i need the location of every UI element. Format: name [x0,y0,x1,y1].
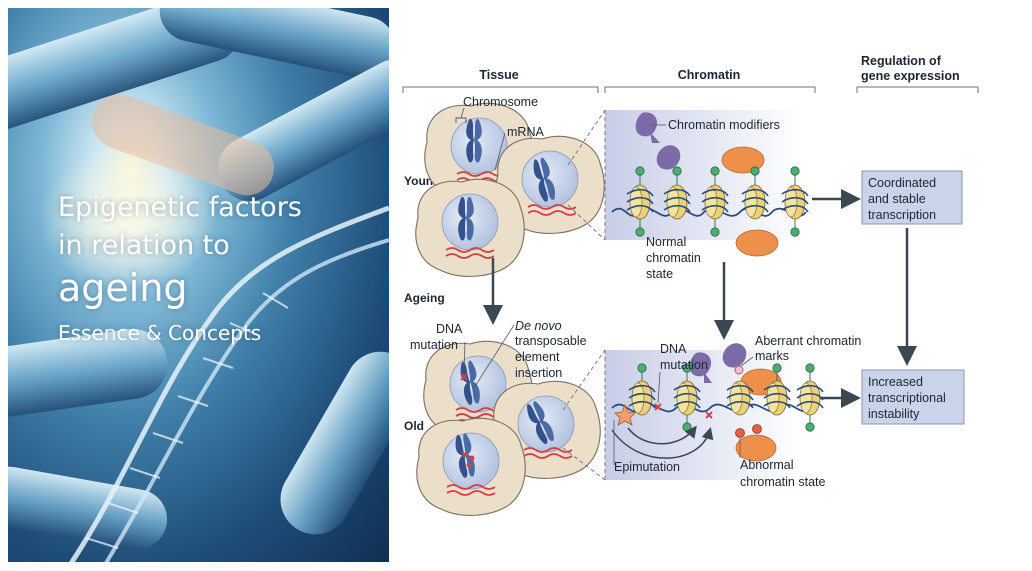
epigenetic-ageing-diagram: Tissue Chromatin Regulation of gene expr… [402,54,979,516]
dna-mutation-marks [654,403,713,419]
dna-strand [104,238,389,562]
outcome-instability-line-2: transcriptional [868,391,946,405]
mutation-marks-cells [460,373,475,468]
header-bracket-chromatin [604,86,816,93]
chromatin-modifier-purple [656,145,681,170]
label-aberrant-line-2: marks [755,349,789,363]
light-glow [38,148,218,288]
label-dna-mutation-chromatin-line-1: DNA [660,342,687,356]
label-normal-line-3: state [646,267,673,281]
abnormal-red-marks [735,424,762,438]
label-dna-mutation-cell-line-2: mutation [410,338,458,352]
label-abnormal-line-2: chromatin state [740,475,826,489]
chromatin-modifier-purple [635,112,660,143]
zoom-line [562,447,606,481]
label-aberrant-line-1: Aberrant chromatin [755,334,861,348]
cover-image-panel: Epigenetic factors in relation to ageing… [8,8,389,562]
zoom-line [567,204,606,241]
outcome-coordinated-line-2: and stable [868,192,926,206]
label-mrna: mRNA [507,125,544,139]
cover-title-line-1: Epigenetic factors [58,192,302,223]
label-normal-line-2: chromatin [646,251,701,265]
label-abnormal-line-1: Abnormal [740,458,794,472]
zoom-line [562,349,606,411]
outcome-box-coordinated [861,170,963,225]
row-label-old: Old [404,419,424,433]
label-insertion: insertion [515,366,562,380]
label-normal-line-1: Normal [646,235,686,249]
bacteria-dna-background [8,8,389,562]
chromatin-modifier-orange [721,146,765,174]
header-bracket-tissue [402,86,599,93]
chromosome-leader [460,107,465,119]
dna-base-pairs [85,292,289,549]
label-dna-mutation-cell-line-1: DNA [436,322,463,336]
cover-title-line-2: in relation to [58,230,230,261]
dna-strand [68,205,389,562]
bacterium-rod [159,8,389,79]
label-epimutation: Epimutation [614,460,680,474]
label-de-novo: De novo [515,319,562,333]
row-label-ageing: Ageing [404,291,445,305]
outcome-coordinated-line-3: transcription [868,208,936,222]
histone-tails-young [639,174,796,229]
young-cell-bottom [415,178,525,277]
outcome-box-instability [861,369,965,425]
bacterium-rod [92,94,274,196]
outcome-instability-line-1: Increased [868,375,923,389]
mrna-leader [494,132,506,171]
header-regulation-line-1: Regulation of [861,54,942,68]
epimutation-star [614,403,636,426]
header-regulation-line-2: gene expression [861,69,960,83]
label-transposable: transposable [515,334,587,348]
aberrant-mark [734,365,744,375]
label-chromatin-modifiers: Chromatin modifiers [668,118,780,132]
header-tissue: Tissue [479,68,518,82]
chromatin-modifier-purple [689,352,712,383]
cover-title-line-3: ageing [58,266,188,310]
epimutation-arrow [627,425,697,445]
label-chromosome: Chromosome [463,95,538,109]
chromatin-modifier-orange [735,434,777,462]
chromatin-modifier-orange [735,229,779,257]
header-chromatin: Chromatin [678,68,741,82]
epimutation-arrow [611,427,714,459]
cover-subtitle: Essence & Concepts [58,321,262,345]
header-bracket-regulation [856,86,979,93]
label-dna-mutation-chromatin-line-2: mutation [660,358,708,372]
chromatin-modifier-purple [722,343,747,368]
label-element: element [515,350,560,364]
old-cell-bottom [416,417,526,516]
outcome-instability-line-3: instability [868,407,920,421]
bacterium-rod [8,328,168,418]
outcome-coordinated-line-1: Coordinated [868,176,936,190]
bacterium-rod [8,466,168,550]
bacterium-rod [280,351,389,535]
